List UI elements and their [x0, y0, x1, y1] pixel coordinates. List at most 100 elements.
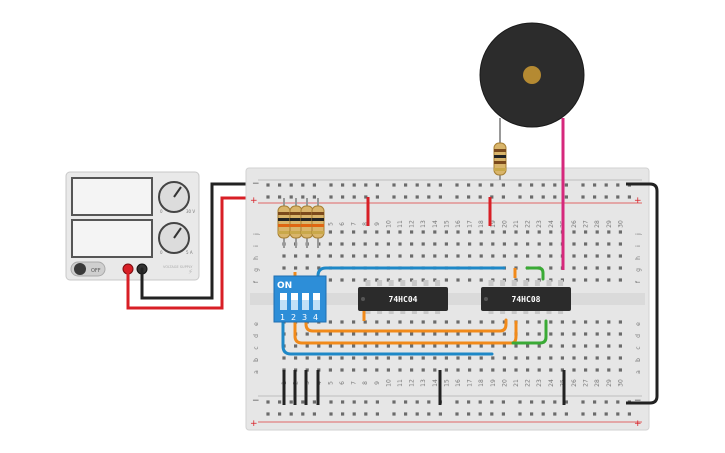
breadboard-hole[interactable] [317, 356, 321, 360]
breadboard-hole[interactable] [468, 230, 472, 234]
breadboard-hole[interactable] [421, 332, 425, 336]
breadboard-hole[interactable] [478, 195, 482, 199]
breadboard-hole[interactable] [490, 412, 494, 416]
breadboard-hole[interactable] [604, 195, 608, 199]
breadboard-hole[interactable] [352, 278, 356, 282]
breadboard-hole[interactable] [490, 195, 494, 199]
breadboard-hole[interactable] [328, 254, 332, 258]
breadboard-hole[interactable] [584, 254, 588, 258]
breadboard-hole[interactable] [491, 368, 495, 372]
breadboard-hole[interactable] [340, 344, 344, 348]
breadboard-hole[interactable] [398, 368, 402, 372]
breadboard-hole[interactable] [289, 195, 293, 199]
breadboard-hole[interactable] [584, 368, 588, 372]
breadboard-hole[interactable] [490, 183, 494, 187]
breadboard-hole[interactable] [549, 368, 553, 372]
breadboard-hole[interactable] [541, 183, 545, 187]
breadboard-hole[interactable] [604, 183, 608, 187]
breadboard-hole[interactable] [593, 195, 597, 199]
breadboard-hole[interactable] [572, 230, 576, 234]
breadboard-hole[interactable] [398, 356, 402, 360]
breadboard-hole[interactable] [537, 368, 541, 372]
breadboard-hole[interactable] [627, 195, 631, 199]
breadboard-hole[interactable] [564, 183, 568, 187]
breadboard-hole[interactable] [526, 254, 530, 258]
breadboard-hole[interactable] [595, 230, 599, 234]
breadboard-hole[interactable] [468, 356, 472, 360]
breadboard-hole[interactable] [604, 412, 608, 416]
breadboard-hole[interactable] [278, 400, 282, 404]
breadboard-hole[interactable] [607, 242, 611, 246]
breadboard-hole[interactable] [541, 412, 545, 416]
breadboard-hole[interactable] [340, 356, 344, 360]
breadboard-hole[interactable] [363, 254, 367, 258]
breadboard-hole[interactable] [560, 332, 564, 336]
rail-link-wire[interactable] [626, 182, 659, 405]
breadboard-hole[interactable] [433, 356, 437, 360]
breadboard-hole[interactable] [530, 195, 534, 199]
breadboard-hole[interactable] [553, 183, 557, 187]
breadboard-hole[interactable] [421, 368, 425, 372]
breadboard-hole[interactable] [341, 400, 345, 404]
breadboard-hole[interactable] [305, 266, 309, 270]
breadboard-hole[interactable] [537, 344, 541, 348]
breadboard-hole[interactable] [537, 242, 541, 246]
breadboard-hole[interactable] [479, 242, 483, 246]
breadboard-hole[interactable] [386, 320, 390, 324]
breadboard-hole[interactable] [537, 320, 541, 324]
supply-red-wire[interactable] [126, 196, 264, 310]
breadboard-hole[interactable] [478, 412, 482, 416]
breadboard-hole[interactable] [541, 400, 545, 404]
breadboard-hole[interactable] [595, 242, 599, 246]
breadboard-hole[interactable] [595, 266, 599, 270]
breadboard-hole[interactable] [479, 344, 483, 348]
breadboard-hole[interactable] [352, 195, 356, 199]
breadboard-hole[interactable] [317, 266, 321, 270]
breadboard-hole[interactable] [514, 356, 518, 360]
breadboard-hole[interactable] [294, 344, 298, 348]
breadboard-hole[interactable] [456, 344, 460, 348]
breadboard-hole[interactable] [305, 332, 309, 336]
breadboard-hole[interactable] [444, 230, 448, 234]
breadboard-hole[interactable] [618, 230, 622, 234]
orange-wire-long-1[interactable] [293, 318, 518, 345]
breadboard-hole[interactable] [456, 254, 460, 258]
breadboard-hole[interactable] [340, 368, 344, 372]
breadboard-hole[interactable] [581, 183, 585, 187]
breadboard-hole[interactable] [444, 278, 448, 282]
breadboard-hole[interactable] [410, 344, 414, 348]
breadboard-hole[interactable] [421, 320, 425, 324]
breadboard-hole[interactable] [427, 195, 431, 199]
breadboard-hole[interactable] [618, 368, 622, 372]
breadboard-hole[interactable] [584, 332, 588, 336]
breadboard-hole[interactable] [352, 412, 356, 416]
breadboard-hole[interactable] [549, 266, 553, 270]
breadboard-hole[interactable] [433, 344, 437, 348]
breadboard-hole[interactable] [433, 230, 437, 234]
breadboard-hole[interactable] [410, 320, 414, 324]
breadboard-hole[interactable] [386, 332, 390, 336]
breadboard-hole[interactable] [301, 183, 305, 187]
breadboard-hole[interactable] [433, 278, 437, 282]
dip-toggle-4[interactable] [313, 293, 320, 310]
breadboard-hole[interactable] [289, 412, 293, 416]
breadboard-hole[interactable] [526, 356, 530, 360]
breadboard-hole[interactable] [478, 400, 482, 404]
dip-switch[interactable]: ON 1 2 3 4 [273, 275, 327, 323]
breadboard-hole[interactable] [364, 195, 368, 199]
breadboard-hole[interactable] [514, 254, 518, 258]
breadboard-hole[interactable] [364, 183, 368, 187]
breadboard-hole[interactable] [455, 195, 459, 199]
breadboard-hole[interactable] [468, 344, 472, 348]
breadboard-hole[interactable] [421, 344, 425, 348]
breadboard-hole[interactable] [375, 356, 379, 360]
breadboard-hole[interactable] [421, 356, 425, 360]
breadboard-hole[interactable] [502, 254, 506, 258]
breadboard-hole[interactable] [375, 368, 379, 372]
breadboard-hole[interactable] [410, 368, 414, 372]
breadboard-hole[interactable] [328, 368, 332, 372]
breadboard-hole[interactable] [266, 183, 270, 187]
breadboard-hole[interactable] [317, 332, 321, 336]
breadboard-hole[interactable] [352, 356, 356, 360]
breadboard-hole[interactable] [352, 254, 356, 258]
